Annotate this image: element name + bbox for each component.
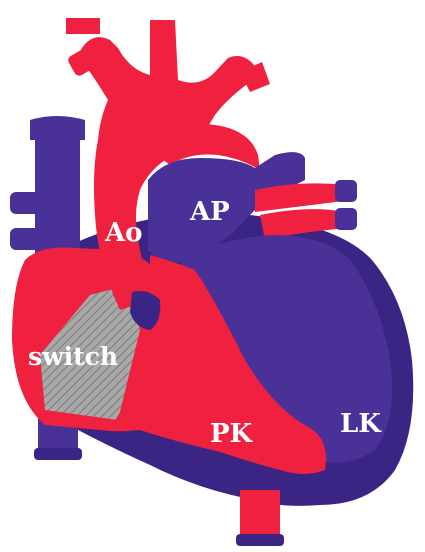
label-ap: AP (189, 197, 230, 227)
right-vein-cap-2 (335, 208, 357, 230)
label-pk: PK (210, 419, 254, 449)
descending-aorta-cap (236, 534, 284, 546)
descending-aorta (240, 490, 280, 540)
inferior-vena-cava-cap (34, 448, 82, 460)
left-vein-2 (10, 228, 50, 250)
label-lk: LK (340, 409, 382, 439)
left-vein-1 (10, 192, 50, 214)
aorta-arch-cap (66, 18, 100, 34)
label-switch: switch (28, 342, 118, 371)
right-vein-cap-1 (335, 180, 357, 202)
vena-cava-cap (30, 116, 85, 140)
label-ao: Ao (104, 218, 143, 248)
